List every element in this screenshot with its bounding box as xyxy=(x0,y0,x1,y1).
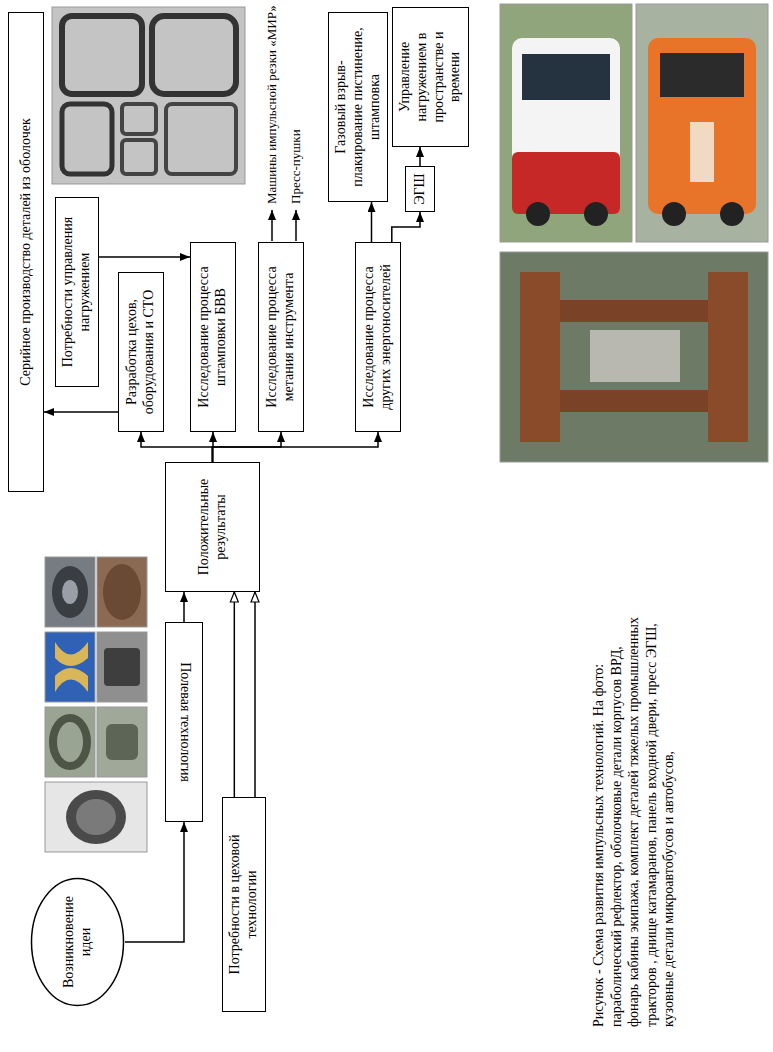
photo-frame xyxy=(45,782,147,852)
start-ellipse: Возникновение идеи xyxy=(30,877,125,1007)
stamped-frame xyxy=(122,140,156,174)
stamped-frame xyxy=(62,104,112,174)
photo-frame xyxy=(52,7,245,184)
flow-arrow xyxy=(419,147,421,166)
node-text: Потребности управления нагружением xyxy=(60,205,94,379)
photo-frame xyxy=(45,632,95,702)
node-text: Положительные результаты xyxy=(196,470,230,584)
stamped-frame xyxy=(166,104,236,174)
process-box: Газовый взрыв-плакирование пистинение, ш… xyxy=(328,12,388,202)
node-text: Серийное производство деталей из оболоче… xyxy=(18,118,35,385)
process-box: Исследование процесса штамповки БВВ xyxy=(190,242,236,432)
press-photo xyxy=(500,252,768,462)
node-text: Исследование процесса штамповки БВВ xyxy=(196,250,230,424)
process-box: Исследование процесса других энергоносит… xyxy=(355,242,401,432)
parts-photos xyxy=(45,557,147,852)
node-text: Газовый взрыв-плакирование пистинение, ш… xyxy=(333,20,383,194)
van-window xyxy=(660,53,744,97)
leader-arrow xyxy=(271,210,273,241)
photo-frame xyxy=(500,252,768,462)
input-box: Потребности управления нагружением xyxy=(55,197,99,387)
flow-arrow xyxy=(392,212,420,242)
output-label: Машины импульсной резки «МИР» xyxy=(264,5,280,204)
flow-arrow xyxy=(213,432,379,462)
flow-arrow xyxy=(234,592,236,797)
minibus-photo xyxy=(500,4,632,242)
press-beam xyxy=(708,272,748,442)
leader-arrow xyxy=(295,210,297,241)
process-box: Положительные результаты xyxy=(165,462,260,592)
bottom-part xyxy=(103,564,141,620)
node-text: ЭГШ xyxy=(412,173,429,204)
stamped-frame xyxy=(152,16,236,94)
photo-frame xyxy=(500,4,632,242)
reflector-inner xyxy=(76,799,116,835)
node-text: Исследование процесса других энергоносит… xyxy=(361,250,395,424)
van-photo xyxy=(636,4,768,242)
process-box: ЭГШ xyxy=(405,166,435,212)
photo-frame xyxy=(97,557,147,627)
figure-caption: Рисунок - Схема развития импульсных техн… xyxy=(590,607,678,1027)
stamped-frame xyxy=(62,16,142,94)
minibus-window xyxy=(522,54,610,100)
wheel xyxy=(720,202,744,226)
reflector xyxy=(66,790,126,844)
input-box: Потребности в цеховой технологии xyxy=(222,797,266,1012)
stamped-frame xyxy=(122,104,156,134)
flow-arrow xyxy=(141,432,213,462)
process-box: Исследование процесса метания инструмент… xyxy=(258,242,304,432)
wheel xyxy=(584,202,608,226)
press-beam xyxy=(520,272,560,442)
photo-frame xyxy=(636,4,768,242)
node-text: Управление нагружением в пространстве и … xyxy=(397,15,464,139)
photo-frame xyxy=(97,632,147,702)
van-logo xyxy=(690,122,714,182)
disk-hole xyxy=(62,580,78,604)
flow-arrow xyxy=(125,822,184,942)
photo-frame xyxy=(45,707,95,777)
wheel xyxy=(662,202,686,226)
press-column xyxy=(560,300,708,322)
result-box: Серийное производство деталей из оболоче… xyxy=(8,12,44,492)
flow-arrow xyxy=(44,411,118,413)
van-body xyxy=(648,38,756,214)
flow-arrow xyxy=(371,202,373,242)
disk-part xyxy=(52,566,88,618)
photo-frame xyxy=(97,707,147,777)
ring-part xyxy=(53,718,87,766)
photo-frame xyxy=(45,557,95,627)
minibus-body xyxy=(512,38,620,214)
flow-arrow xyxy=(99,256,190,258)
ellipse-shape xyxy=(32,879,124,1006)
process-box: Разработка цехов, оборудования и СТО xyxy=(118,272,164,432)
output-label: Пресс-пушки xyxy=(288,129,304,204)
node-text: Потребности в цеховой технологии xyxy=(227,805,261,1004)
wheel xyxy=(526,202,550,226)
canopy-part xyxy=(55,642,88,692)
press-column xyxy=(560,390,708,412)
housing-part xyxy=(104,648,140,686)
press-panel xyxy=(590,330,680,382)
node-text: Разработка цехов, оборудования и СТО xyxy=(124,280,158,424)
flow-arrow xyxy=(183,592,185,622)
process-box: Полевая технология xyxy=(165,622,203,822)
node-text: Исследование процесса метания инструмент… xyxy=(264,250,298,424)
node-text: Полевая технология xyxy=(176,662,193,782)
minibus-stripe xyxy=(512,152,620,214)
flow-arrow xyxy=(254,592,256,797)
frames-photo xyxy=(52,7,245,184)
shell-part xyxy=(106,724,138,760)
process-box: Управление нагружением в пространстве и … xyxy=(392,7,469,147)
node-text: Возникновение идеи xyxy=(61,895,95,989)
